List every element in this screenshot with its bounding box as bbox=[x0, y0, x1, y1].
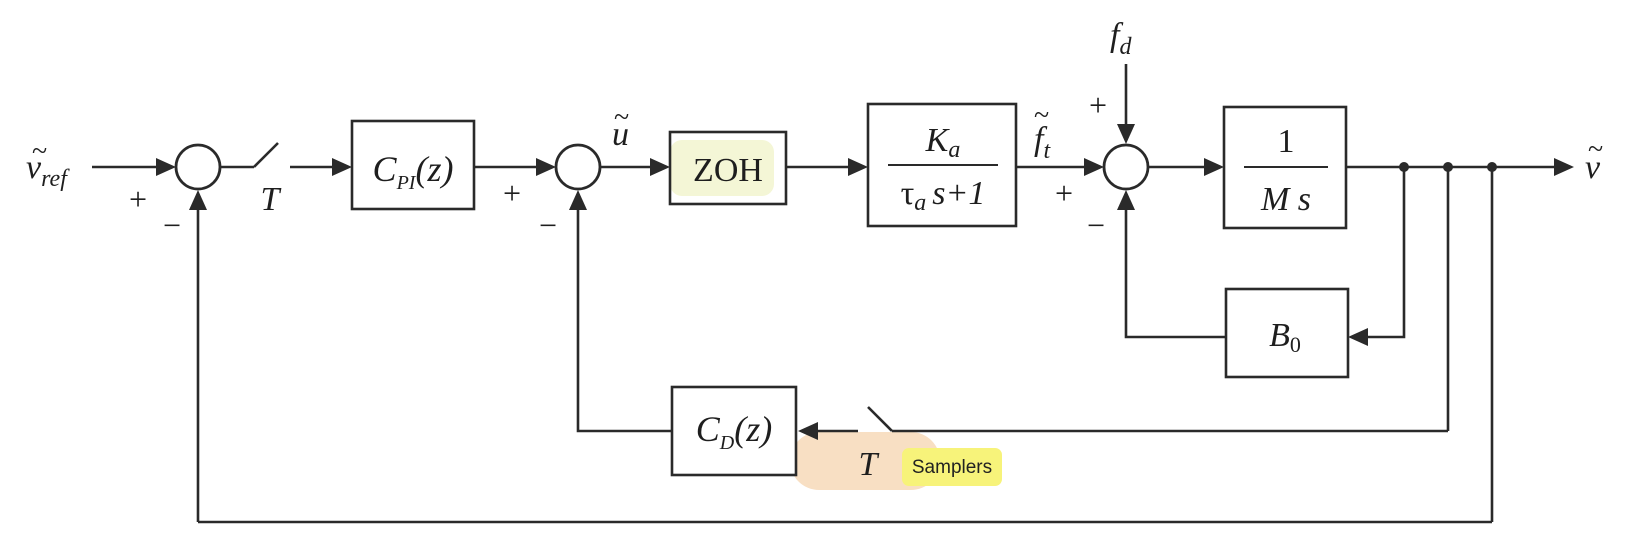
arrow-into-sum3 bbox=[1084, 158, 1104, 176]
damping-label: B0 bbox=[1269, 317, 1301, 357]
wire-damping-to-sum3 bbox=[1124, 208, 1226, 339]
output-signal-tilde: ~ bbox=[1588, 134, 1603, 165]
arrow-into-sum2 bbox=[536, 158, 556, 176]
pi-controller-label: CPI(z) bbox=[373, 149, 454, 194]
sum1-minus-sign: − bbox=[163, 207, 181, 243]
sum3-minus-sign: − bbox=[1087, 207, 1105, 243]
control-signal-label: u bbox=[612, 116, 629, 153]
sum2-plus-sign: + bbox=[503, 175, 521, 211]
pi-controller-block bbox=[350, 119, 476, 211]
derivative-controller-label: CD(z) bbox=[696, 409, 772, 454]
junction-dot-derivative bbox=[1443, 162, 1453, 172]
arrow-into-damping bbox=[1348, 328, 1368, 346]
arrow-outer-into-sum1 bbox=[189, 190, 207, 210]
zoh-block bbox=[668, 130, 788, 206]
input-signal-tilde: ~ bbox=[32, 136, 47, 167]
summing-junction-3 bbox=[1102, 143, 1150, 191]
forward-sampler-switch bbox=[253, 142, 279, 168]
arrow-into-sum1 bbox=[156, 158, 176, 176]
zoh-highlight bbox=[670, 140, 774, 196]
arrow-into-actuator bbox=[848, 158, 868, 176]
arrow-disturbance bbox=[1117, 124, 1135, 144]
arrow-into-plant bbox=[1204, 158, 1224, 176]
junction-dot-outer bbox=[1487, 162, 1497, 172]
arrow-cd-into-sum2 bbox=[569, 190, 587, 210]
arrow-into-pi bbox=[332, 158, 352, 176]
plant-denominator: M s bbox=[1260, 181, 1311, 218]
forward-sampler-label: T bbox=[261, 181, 282, 218]
sum2-minus-sign: − bbox=[539, 207, 557, 243]
actuator-numerator: Ka bbox=[925, 122, 961, 163]
feedback-sampler-switch bbox=[867, 406, 893, 432]
sum3-plus-sign-top: + bbox=[1089, 87, 1107, 123]
sum3-plus-sign-left: + bbox=[1055, 175, 1073, 211]
summing-junction-1 bbox=[174, 143, 222, 191]
disturbance-signal-label: fd bbox=[1110, 17, 1132, 60]
arrow-damping-into-sum3 bbox=[1117, 190, 1135, 210]
wire-damping-branch bbox=[1366, 167, 1406, 339]
wire-cd-to-sum2 bbox=[576, 208, 672, 433]
input-signal-label: vref bbox=[26, 149, 70, 192]
arrow-into-zoh bbox=[650, 158, 670, 176]
samplers-badge bbox=[902, 448, 1002, 486]
thrust-signal-tilde: ~ bbox=[1034, 100, 1049, 131]
control-signal-tilde: ~ bbox=[614, 102, 629, 133]
derivative-controller-block bbox=[670, 385, 798, 477]
feedback-sampler-label: T bbox=[859, 446, 880, 483]
plant-numerator: 1 bbox=[1278, 123, 1295, 160]
arrow-output bbox=[1554, 158, 1574, 176]
samplers-badge-text: Samplers bbox=[912, 457, 992, 478]
zoh-label: ZOH bbox=[693, 152, 763, 189]
sum1-plus-sign: + bbox=[129, 181, 147, 217]
junction-dot-damping bbox=[1399, 162, 1409, 172]
damping-block bbox=[1224, 287, 1350, 379]
output-signal-label: v bbox=[1585, 149, 1601, 186]
summing-junction-2 bbox=[554, 143, 602, 191]
arrow-into-cd bbox=[798, 422, 818, 440]
